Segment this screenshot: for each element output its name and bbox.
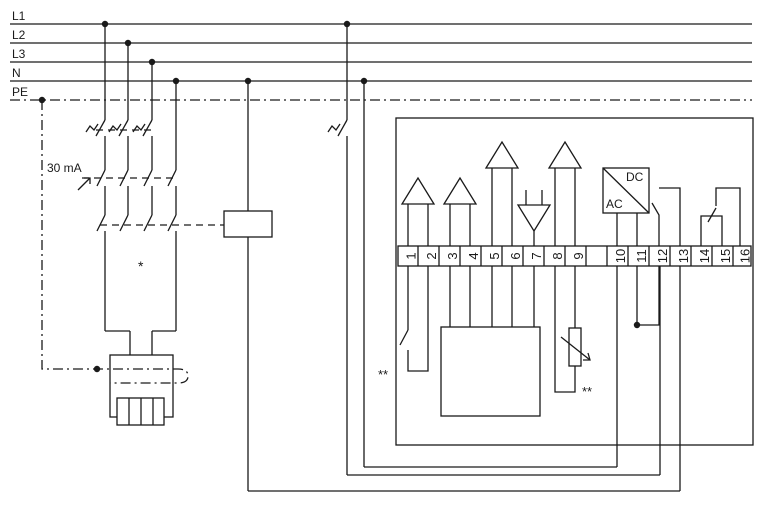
module-enclosure <box>395 117 754 446</box>
contactor-coil <box>223 81 681 492</box>
contactor-main-contacts: * <box>96 214 224 355</box>
input-arrow-head <box>516 204 552 233</box>
protective-earth-wire <box>41 100 189 384</box>
terminal-label: 14 <box>697 249 712 263</box>
terminal-label: 15 <box>718 249 733 263</box>
probe-note: ** <box>582 384 592 399</box>
probe-adjust-arrow-head <box>583 352 591 361</box>
output-arrow-head <box>547 140 583 169</box>
output-arrow-head <box>484 140 520 169</box>
terminal-label: 16 <box>737 249 752 263</box>
terminal-label: 3 <box>445 252 460 259</box>
rcd-test-arrow <box>77 177 91 191</box>
breaker-trip-mark <box>108 123 122 133</box>
terminal-label: 6 <box>508 252 523 259</box>
external-switch: ** <box>378 266 429 382</box>
terminal-label: 13 <box>676 249 691 263</box>
breaker-trip-mark <box>85 123 99 133</box>
output-arrow-5-6 <box>484 140 520 246</box>
bus-label-l2: L2 <box>12 28 26 42</box>
breaker-contact <box>118 119 129 137</box>
bus-label-n: N <box>12 66 21 80</box>
fuse-trip-mark <box>327 123 341 133</box>
output-arrow-8-9 <box>547 140 583 246</box>
contactor-coil-box <box>223 210 273 238</box>
relay-contact-14-16 <box>700 187 741 246</box>
fuse-contact <box>337 119 348 137</box>
control-fuse <box>327 24 661 476</box>
switch-contact <box>399 329 409 346</box>
wire <box>715 187 741 246</box>
output-arrow-head <box>442 176 478 205</box>
output-arrow-1-2 <box>400 176 436 246</box>
contactor-contact <box>119 214 129 232</box>
terminal-label: 12 <box>655 249 670 263</box>
switch-note: ** <box>378 367 388 382</box>
bus-label-l1: L1 <box>12 9 26 23</box>
breaker-contact <box>142 119 153 137</box>
rcd-test-arrow-head <box>84 177 91 184</box>
converter-ac-label: AC <box>606 197 623 211</box>
bus-label-l3: L3 <box>12 47 26 61</box>
wire <box>700 215 723 246</box>
breaker-trip-mark <box>132 123 146 133</box>
probe-resistor <box>568 327 582 367</box>
feedback-link <box>636 266 660 326</box>
relay-contact <box>707 207 717 223</box>
terminal-label: 2 <box>424 252 439 259</box>
wire <box>659 187 681 246</box>
external-device <box>440 266 541 417</box>
relay-contact <box>651 202 660 246</box>
terminal-label: 10 <box>613 249 628 263</box>
wire <box>554 266 576 393</box>
rcd-rating-label: 30 mA <box>47 161 82 175</box>
output-arrow-head <box>400 176 436 205</box>
wire <box>636 266 660 326</box>
converter-diagonal <box>602 167 650 214</box>
terminal-label: 5 <box>487 252 502 259</box>
external-device-box <box>440 326 541 417</box>
terminal-label: 1 <box>403 252 418 259</box>
bus-label-pe: PE <box>12 85 28 99</box>
input-arrow-7 <box>516 190 552 246</box>
probe-adjust-arrow <box>560 336 591 361</box>
circuit-breaker-3pole <box>85 24 153 170</box>
contactor-contact <box>96 214 106 232</box>
residual-current-device: 30 mA <box>47 81 177 215</box>
wire <box>407 266 429 372</box>
temperature-probe: ** <box>554 266 592 399</box>
junction-dots <box>38 20 641 373</box>
contactor-contact <box>167 214 177 232</box>
terminal-label: 11 <box>634 249 649 263</box>
terminal-label: 8 <box>550 252 565 259</box>
relay-contact-12-13 <box>651 187 681 246</box>
converter-dc-label: DC <box>626 170 644 184</box>
contactor-asterisk: * <box>138 258 144 274</box>
terminal-label: 9 <box>571 252 586 259</box>
heater-load <box>41 100 189 426</box>
contactor-contact <box>143 214 153 232</box>
breaker-contact <box>95 119 106 137</box>
terminal-label: 7 <box>529 252 544 259</box>
supply-bus: L1 L2 L3 N PE <box>10 9 752 101</box>
output-arrow-3-4 <box>442 176 478 246</box>
terminal-label: 4 <box>466 252 481 259</box>
dc-ac-converter: DC AC <box>602 167 650 246</box>
